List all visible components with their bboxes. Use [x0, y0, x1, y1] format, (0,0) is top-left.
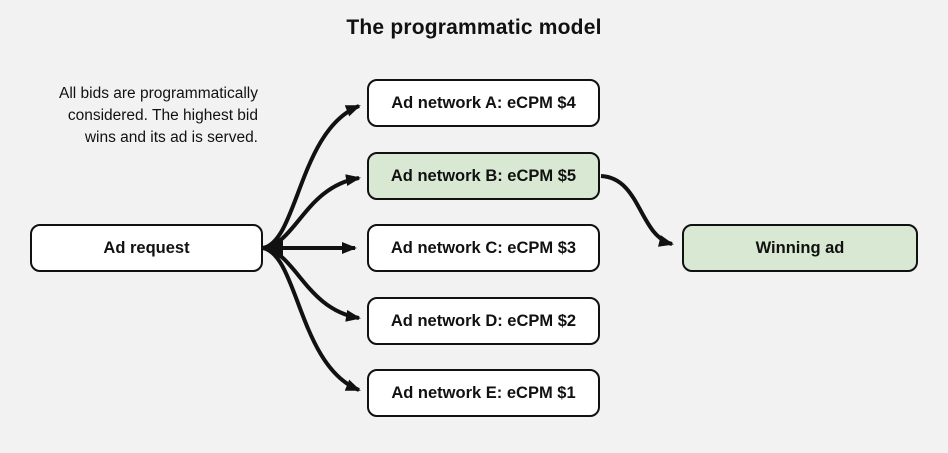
node-ad-network-e: Ad network E: eCPM $1	[367, 369, 600, 417]
note-line: considered. The highest bid	[67, 107, 258, 124]
note-line: wins and its ad is served.	[84, 129, 258, 146]
node-ad-network-c: Ad network C: eCPM $3	[367, 224, 600, 272]
node-label: Ad network D: eCPM $2	[390, 311, 577, 330]
fan-origin-arrowhead	[264, 240, 283, 256]
arrow-request-to-network-b	[262, 174, 361, 250]
node-ad-network-d: Ad network D: eCPM $2	[367, 297, 600, 345]
node-ad-network-b: Ad network B: eCPM $5	[367, 152, 600, 200]
node-label: Ad request	[103, 238, 190, 257]
diagram-title: The programmatic model	[346, 16, 602, 39]
node-label: Winning ad	[755, 238, 845, 257]
node-label: Ad network C: eCPM $3	[390, 238, 577, 257]
arrow-network-b-to-winning-ad	[600, 174, 674, 247]
node-ad-network-a: Ad network A: eCPM $4	[367, 79, 600, 127]
note-line: All bids are programmatically	[59, 85, 258, 102]
node-ad-request: Ad request	[30, 224, 263, 272]
node-label: Ad network B: eCPM $5	[390, 166, 577, 185]
arrow-request-to-network-a	[262, 104, 361, 250]
node-label: Ad network E: eCPM $1	[391, 383, 576, 402]
arrow-request-to-network-e	[262, 246, 361, 392]
node-winning-ad: Winning ad	[682, 224, 918, 272]
arrow-request-to-network-d	[262, 246, 361, 322]
description-note: All bids are programmatically considered…	[59, 83, 258, 149]
node-label: Ad network A: eCPM $4	[391, 93, 576, 112]
